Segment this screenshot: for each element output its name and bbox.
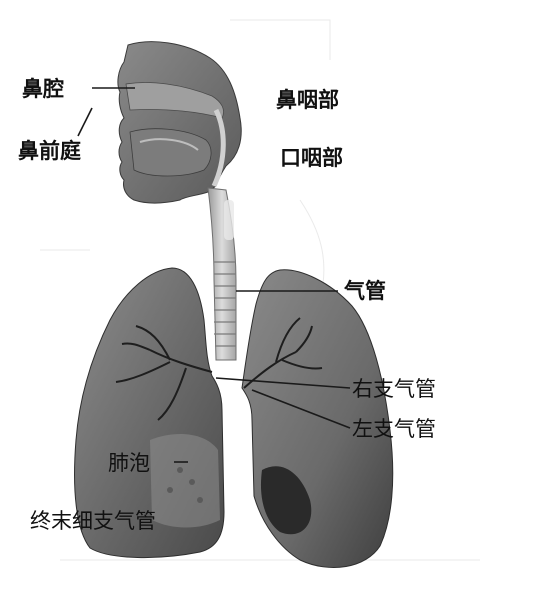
- label-nasal-cavity: 鼻腔: [22, 77, 64, 101]
- head-cross-section: [118, 42, 241, 203]
- label-oropharynx: 口咽部: [280, 146, 343, 170]
- label-nasopharynx: 鼻咽部: [276, 88, 339, 112]
- label-left-bronchus: 左支气管: [352, 417, 436, 441]
- leader-nasal-vestibule: [78, 108, 92, 136]
- trachea-structure: [208, 188, 236, 360]
- label-nasal-vestibule: 鼻前庭: [18, 139, 81, 163]
- label-alveoli: 肺泡: [108, 451, 150, 475]
- label-terminal-bronchiole: 终末细支气管: [30, 509, 156, 533]
- label-right-bronchus: 右支气管: [352, 377, 436, 401]
- label-trachea: 气管: [343, 279, 386, 303]
